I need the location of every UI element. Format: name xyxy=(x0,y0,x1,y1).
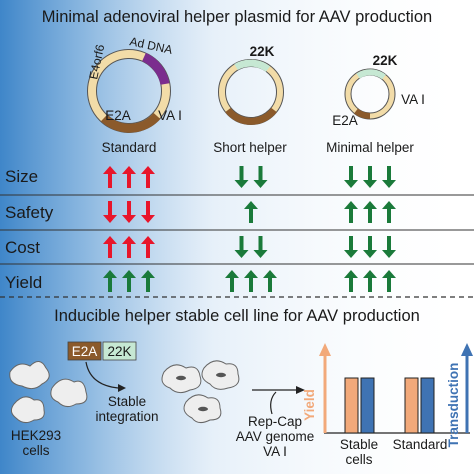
arrow-yield-minimal-up xyxy=(344,270,358,292)
arrow-size-standard-up xyxy=(103,166,117,188)
bottom-title: Inducible helper stable cell line for AA… xyxy=(54,307,420,325)
arrow-size-minimal-down xyxy=(344,166,358,188)
arrow-size-minimal-down xyxy=(382,166,396,188)
arrow-cost-minimal-down xyxy=(344,236,358,258)
category-standard: Standard xyxy=(393,437,448,452)
top-title: Minimal adenoviral helper plasmid for AA… xyxy=(42,8,432,26)
integration-arrow xyxy=(85,361,119,389)
row-label-safety: Safety xyxy=(5,203,54,222)
category-stable-line1: Stable xyxy=(340,437,378,452)
bar-stable-transduction xyxy=(360,377,375,434)
comparison-arrows xyxy=(103,166,396,292)
arrow-yield-short-up xyxy=(244,270,258,292)
arrow-safety-standard-down xyxy=(122,201,136,223)
yield-axis-label: Yield xyxy=(302,389,317,421)
plasmid-short: 22K Short helper xyxy=(213,44,287,155)
k22-badge-label: 22K xyxy=(107,344,131,359)
arrow-cost-standard-up xyxy=(122,236,136,258)
ad-dna-segment xyxy=(141,52,170,86)
standard-caption: Standard xyxy=(102,140,157,155)
row-label-cost: Cost xyxy=(5,238,40,257)
e2a-segment xyxy=(100,112,161,133)
row-dividers xyxy=(0,194,474,265)
cell-inserts xyxy=(176,372,226,412)
yield-transduction-chart: Yield Transduction Stable cells Standard xyxy=(302,343,473,467)
vai-label-standard: VA I xyxy=(158,108,182,123)
arrow-yield-standard-up xyxy=(141,270,155,292)
bar-stable-yield xyxy=(344,377,359,434)
arrow-yield-short-up xyxy=(225,270,239,292)
arrow-yield-standard-up xyxy=(122,270,136,292)
e2a-badge xyxy=(67,341,102,361)
row-label-yield: Yield xyxy=(5,273,42,292)
arrow-safety-short-up xyxy=(244,201,258,223)
repcap-line3: VA I xyxy=(263,444,287,459)
arrow-cost-minimal-down xyxy=(363,236,377,258)
category-stable-line2: cells xyxy=(345,452,372,467)
arrow-yield-minimal-up xyxy=(363,270,377,292)
k22-label-minimal: 22K xyxy=(373,53,398,68)
row-label-size: Size xyxy=(5,167,38,186)
arrow-yield-standard-up xyxy=(103,270,117,292)
arrow-cost-short-down xyxy=(234,236,249,258)
repcap-line1: Rep-Cap xyxy=(248,414,302,429)
minimal-helper-caption: Minimal helper xyxy=(326,140,414,155)
stable-integration-line2: integration xyxy=(95,409,158,424)
arrow-size-short-down xyxy=(253,166,268,188)
hek293-label-line2: cells xyxy=(22,443,49,458)
arrow-safety-standard-down xyxy=(141,201,155,223)
arrow-safety-standard-down xyxy=(103,201,117,223)
arrow-size-standard-up xyxy=(122,166,136,188)
short-helper-caption: Short helper xyxy=(213,140,287,155)
arrow-cost-standard-up xyxy=(141,236,155,258)
bar-standard-transduction xyxy=(420,377,435,434)
arrow-safety-minimal-up xyxy=(344,201,358,223)
bar-standard-yield xyxy=(404,377,419,434)
k22-badge xyxy=(102,341,137,361)
transduction-axis-label: Transduction xyxy=(446,363,461,448)
arrow-size-standard-up xyxy=(141,166,155,188)
arrow-cost-standard-up xyxy=(103,236,117,258)
plasmid-minimal: 22K VA I E2A Minimal helper xyxy=(326,53,425,155)
e2a-label-standard: E2A xyxy=(105,108,131,123)
stable-integration-line1: Stable xyxy=(108,394,146,409)
arrow-safety-minimal-up xyxy=(382,201,396,223)
arrow-size-short-down xyxy=(234,166,249,188)
arrow-cost-minimal-down xyxy=(382,236,396,258)
arrow-size-minimal-down xyxy=(363,166,377,188)
hek293-label-line1: HEK293 xyxy=(11,428,61,443)
plasmid-standard: Ad DNA E4orf6 E2A VA I Standard xyxy=(86,34,182,155)
e2a-label-minimal: E2A xyxy=(332,113,358,128)
k22-label-short: 22K xyxy=(250,44,275,59)
repcap-line2: AAV genome xyxy=(236,429,315,444)
arrow-safety-minimal-up xyxy=(363,201,377,223)
arrow-yield-short-up xyxy=(263,270,277,292)
arrow-yield-minimal-up xyxy=(382,270,396,292)
arrow-cost-short-down xyxy=(253,236,268,258)
hek293-cells xyxy=(9,361,88,424)
vai-label-minimal: VA I xyxy=(401,92,425,107)
e2a-badge-label: E2A xyxy=(72,344,98,359)
